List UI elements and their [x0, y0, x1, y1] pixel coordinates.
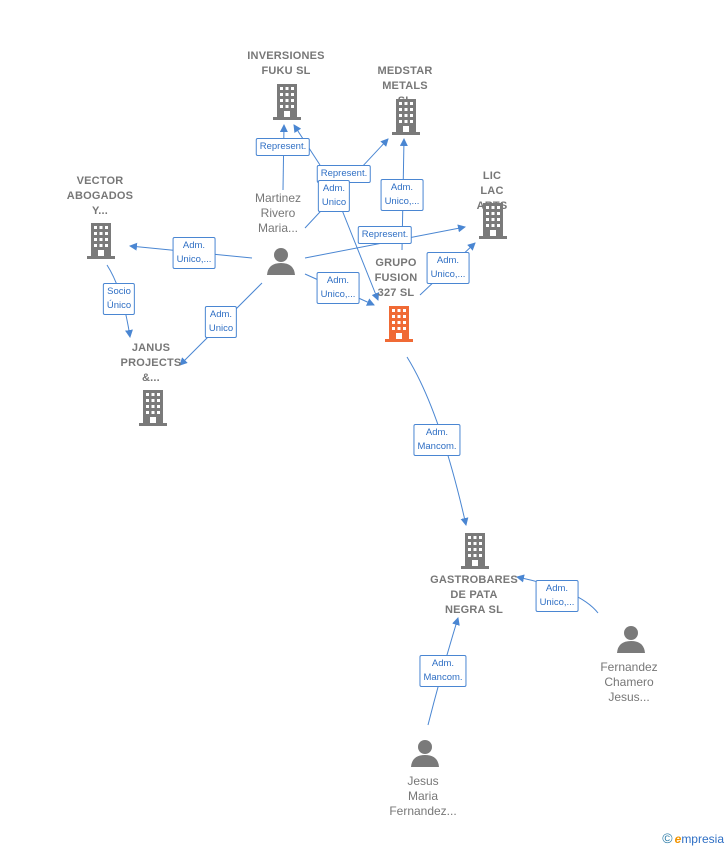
building-icon	[139, 390, 167, 426]
person-icon	[267, 248, 295, 275]
node-label: Fernandez Chamero Jesus...	[600, 660, 658, 704]
building-icon	[87, 223, 115, 259]
building-icon	[461, 533, 489, 569]
relation-label[interactable]: Adm. Unico	[317, 180, 351, 212]
building-icon	[392, 99, 420, 135]
node-label: Martinez Rivero Maria...	[254, 191, 302, 235]
brand-initial: e	[674, 832, 682, 846]
node-label: Jesus Maria Fernandez...	[389, 774, 457, 818]
link-martinez-grupo-2	[339, 204, 380, 301]
node-label: GASTROBARES DE PATA NEGRA SL	[430, 574, 518, 616]
relation-label[interactable]: Socio Único	[102, 283, 136, 315]
relation-label[interactable]: Adm. Unico	[204, 306, 238, 338]
person-icon	[617, 626, 645, 653]
building-icon-highlighted	[385, 306, 413, 342]
building-icon	[479, 203, 507, 239]
relation-label[interactable]: Adm. Unico,...	[316, 272, 360, 304]
node-label: JANUS PROJECTS &...	[120, 342, 182, 384]
node-label: INVERSIONES FUKU SL	[247, 50, 325, 77]
relation-label[interactable]: Represent.	[255, 138, 311, 156]
empresia-logo[interactable]: ©empresia	[662, 830, 724, 846]
node-label: GRUPO FUSION 327 SL	[374, 257, 418, 299]
relation-label[interactable]: Adm. Unico,...	[172, 237, 216, 269]
relation-label[interactable]: Adm. Mancom.	[419, 655, 467, 687]
link-martinez-inversiones	[279, 124, 288, 191]
copyright-icon: ©	[662, 830, 673, 846]
building-icon	[273, 84, 301, 120]
person-icon	[411, 740, 439, 767]
node-label: VECTOR ABOGADOS Y...	[66, 175, 134, 217]
relation-label[interactable]: Adm. Unico,...	[535, 580, 579, 612]
relation-label[interactable]: Adm. Mancom.	[413, 424, 461, 456]
relation-label[interactable]: Represent.	[357, 226, 413, 244]
relation-label[interactable]: Adm. Unico,...	[380, 179, 424, 211]
brand-name: mpresia	[681, 832, 724, 846]
relation-label[interactable]: Adm. Unico,...	[426, 252, 470, 284]
